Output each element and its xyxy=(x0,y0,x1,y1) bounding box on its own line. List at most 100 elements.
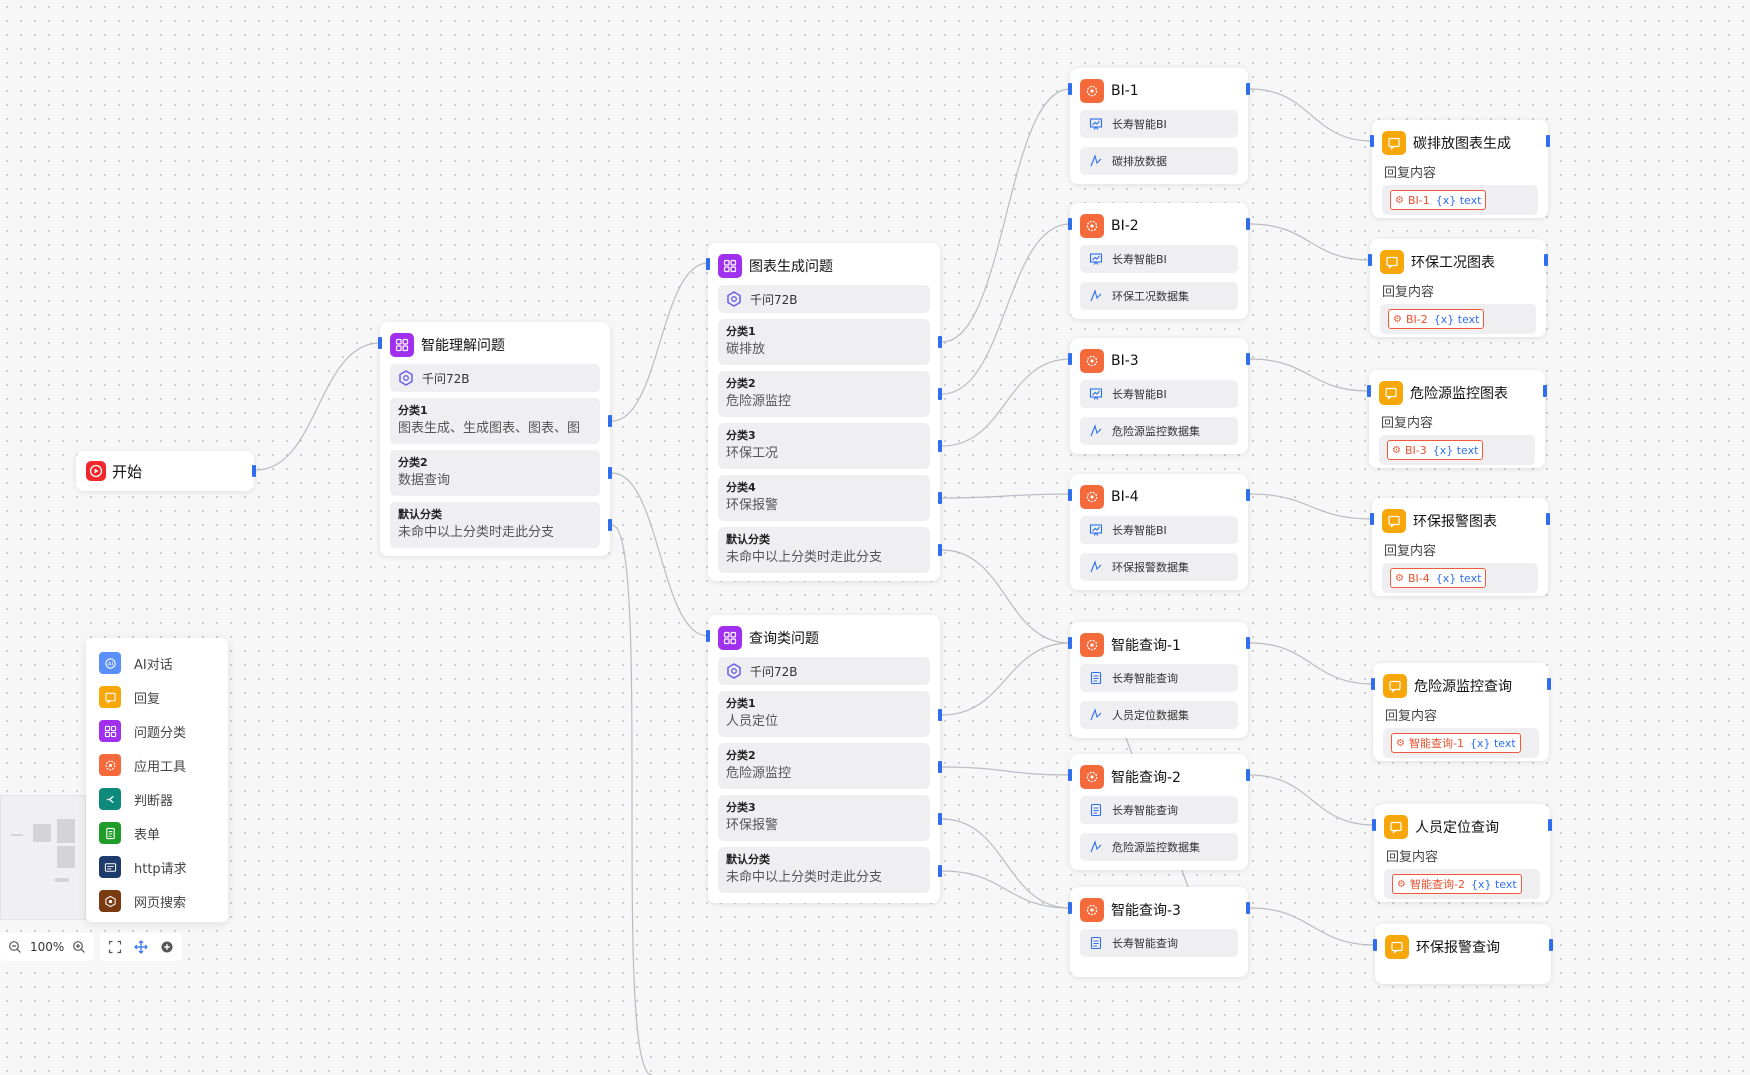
input-handle[interactable] xyxy=(1368,254,1372,266)
palette-item-tool[interactable]: 应用工具 xyxy=(86,748,228,782)
input-handle[interactable] xyxy=(1068,902,1072,914)
tool-node-bi2[interactable]: BI-2 长寿智能BI 环保工况数据集 xyxy=(1068,203,1250,319)
tool-node-sq1[interactable]: 智能查询-1 长寿智能查询 人员定位数据集 xyxy=(1068,622,1250,738)
dataset-row[interactable]: 人员定位数据集 xyxy=(1080,701,1238,729)
fit-view-icon[interactable] xyxy=(102,934,128,960)
palette-item-classify[interactable]: 问题分类 xyxy=(86,714,228,748)
output-handle[interactable] xyxy=(938,865,942,877)
edge-sq3-reply[interactable] xyxy=(1249,907,1376,946)
output-handle[interactable] xyxy=(1544,254,1548,266)
reply-content[interactable]: ⚙BI-4{x} text xyxy=(1382,563,1538,593)
input-handle[interactable] xyxy=(378,337,382,349)
input-handle[interactable] xyxy=(1068,769,1072,781)
edge-q2-default[interactable] xyxy=(941,549,1071,644)
app-row[interactable]: 长寿智能BI xyxy=(1080,245,1238,273)
edge-q2-cat4[interactable] xyxy=(941,493,1071,499)
input-handle[interactable] xyxy=(706,258,710,270)
app-row[interactable]: 长寿智能查询 xyxy=(1080,929,1238,957)
category-row[interactable]: 默认分类未命中以上分类时走此分支 xyxy=(390,502,600,548)
variable-tag[interactable]: ⚙BI-2{x} text xyxy=(1388,309,1485,329)
output-handle[interactable] xyxy=(938,388,942,400)
output-handle[interactable] xyxy=(1547,678,1551,690)
input-handle[interactable] xyxy=(1068,218,1072,230)
input-handle[interactable] xyxy=(1367,385,1371,397)
input-handle[interactable] xyxy=(1371,678,1375,690)
input-handle[interactable] xyxy=(1068,83,1072,95)
edge-q3-default[interactable] xyxy=(941,870,1071,909)
output-handle[interactable] xyxy=(1246,902,1250,914)
output-handle[interactable] xyxy=(1543,385,1547,397)
edge-bi3-reply[interactable] xyxy=(1249,358,1370,392)
edge-q2-cat1[interactable] xyxy=(941,88,1071,343)
output-handle[interactable] xyxy=(938,440,942,452)
output-handle[interactable] xyxy=(608,467,612,479)
output-handle[interactable] xyxy=(1246,769,1250,781)
output-handle[interactable] xyxy=(938,492,942,504)
reply-content[interactable]: ⚙BI-1{x} text xyxy=(1382,185,1538,215)
reply-node-r1[interactable]: 碳排放图表生成 回复内容 ⚙BI-1{x} text xyxy=(1370,120,1550,218)
edge-bi1-reply[interactable] xyxy=(1249,88,1373,142)
palette-item-web-search[interactable]: 网页搜索 xyxy=(86,884,228,918)
output-handle[interactable] xyxy=(938,813,942,825)
dataset-row[interactable]: 碳排放数据 xyxy=(1080,147,1238,175)
input-handle[interactable] xyxy=(1373,939,1377,951)
dataset-row[interactable]: 危险源监控数据集 xyxy=(1080,417,1238,445)
variable-tag[interactable]: ⚙BI-4{x} text xyxy=(1390,568,1487,588)
app-row[interactable]: 长寿智能查询 xyxy=(1080,664,1238,692)
palette-item-reply[interactable]: 回复 xyxy=(86,680,228,714)
reply-node-r7[interactable]: 环保报警查询 xyxy=(1373,924,1553,984)
output-handle[interactable] xyxy=(1246,489,1250,501)
output-handle[interactable] xyxy=(938,709,942,721)
tool-node-sq2[interactable]: 智能查询-2 长寿智能查询 危险源监控数据集 xyxy=(1068,754,1250,870)
zoom-out-icon[interactable] xyxy=(2,934,28,960)
reply-content[interactable]: ⚙智能查询-2{x} text xyxy=(1384,869,1540,899)
dataset-row[interactable]: 环保报警数据集 xyxy=(1080,553,1238,581)
edge-bi2-reply[interactable] xyxy=(1249,223,1371,261)
output-handle[interactable] xyxy=(938,336,942,348)
output-handle[interactable] xyxy=(1246,637,1250,649)
edge-q3-cat2[interactable] xyxy=(941,766,1071,776)
edge-q2-cat3[interactable] xyxy=(941,358,1071,447)
minimap[interactable] xyxy=(0,795,86,920)
reply-node-r5[interactable]: 危险源监控查询 回复内容 ⚙智能查询-1{x} text xyxy=(1371,663,1551,761)
input-handle[interactable] xyxy=(1372,819,1376,831)
input-handle[interactable] xyxy=(1068,637,1072,649)
input-handle[interactable] xyxy=(1068,489,1072,501)
variable-tag[interactable]: ⚙智能查询-2{x} text xyxy=(1392,874,1522,894)
edge-sq2-reply[interactable] xyxy=(1249,774,1375,826)
palette-item-branch[interactable]: 判断器 xyxy=(86,782,228,816)
reply-node-r3[interactable]: 危险源监控图表 回复内容 ⚙BI-3{x} text xyxy=(1367,370,1547,468)
edge-bi4-reply[interactable] xyxy=(1249,493,1373,520)
output-handle[interactable] xyxy=(1546,135,1550,147)
output-handle[interactable] xyxy=(938,544,942,556)
edge-q3-cat1[interactable] xyxy=(941,642,1071,716)
app-row[interactable]: 长寿智能BI xyxy=(1080,110,1238,138)
model-row[interactable]: 千问72B xyxy=(390,364,600,392)
edge-q1-cat1[interactable] xyxy=(611,262,709,422)
output-handle[interactable] xyxy=(1246,83,1250,95)
output-handle[interactable] xyxy=(938,761,942,773)
reply-content[interactable]: ⚙BI-3{x} text xyxy=(1379,435,1535,465)
palette-item-form[interactable]: 表单 xyxy=(86,816,228,850)
input-handle[interactable] xyxy=(1068,353,1072,365)
tool-node-bi4[interactable]: BI-4 长寿智能BI 环保报警数据集 xyxy=(1068,474,1250,590)
model-row[interactable]: 千问72B xyxy=(718,657,930,685)
tool-node-bi3[interactable]: BI-3 长寿智能BI 危险源监控数据集 xyxy=(1068,338,1250,454)
output-handle[interactable] xyxy=(1546,513,1550,525)
zoom-in-icon[interactable] xyxy=(66,934,92,960)
reply-node-r6[interactable]: 人员定位查询 回复内容 ⚙智能查询-2{x} text xyxy=(1372,804,1552,902)
edge-q1-cat2[interactable] xyxy=(611,472,709,637)
palette-item-http[interactable]: http请求 xyxy=(86,850,228,884)
input-handle[interactable] xyxy=(706,630,710,642)
category-row[interactable]: 默认分类未命中以上分类时走此分支 xyxy=(718,527,930,573)
edge-start[interactable] xyxy=(255,342,381,471)
dataset-row[interactable]: 环保工况数据集 xyxy=(1080,282,1238,310)
